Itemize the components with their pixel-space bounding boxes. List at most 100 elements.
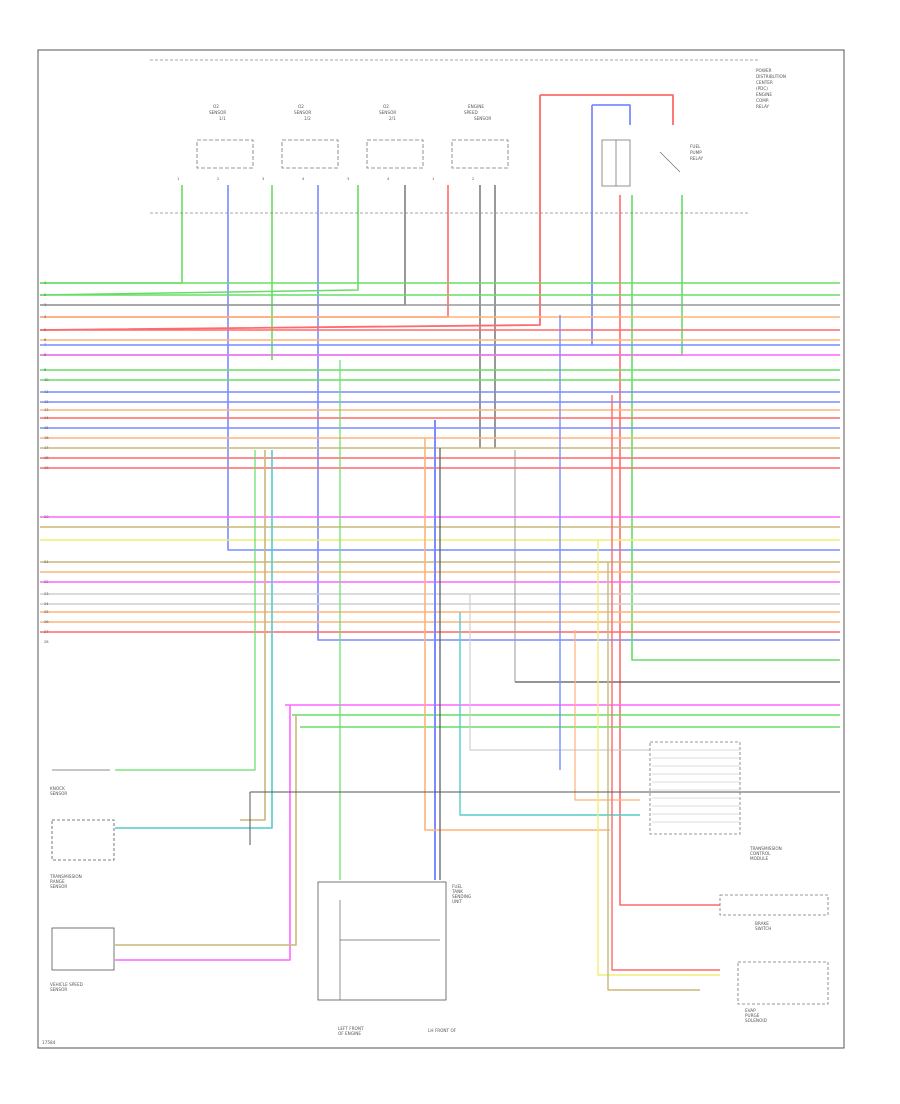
pin-label: 1 <box>177 177 179 181</box>
module-box-vehicle-speed <box>51 927 115 971</box>
module-label-trans: TRANSMISSION <box>49 874 82 879</box>
module-box-evap <box>737 961 829 1005</box>
wire-layer <box>39 94 840 991</box>
module-label-pcm: CONTROL <box>750 851 771 856</box>
pin-label: 2 <box>472 177 474 181</box>
module-box-brake <box>719 894 829 916</box>
wire-cyan <box>459 612 640 816</box>
left-pin-number: 18 <box>44 456 49 460</box>
module-label-knock: KNOCK <box>50 786 65 791</box>
power-distribution-note: COMP. <box>756 98 769 103</box>
pin-label: 1 <box>432 177 434 181</box>
module-label-vss: VEHICLE SPEED <box>50 982 83 987</box>
wire-yellow <box>597 540 720 976</box>
component-label-engine-speed: ENGINE <box>468 104 484 109</box>
power-distribution-note: ENGINE <box>756 92 772 97</box>
footer-code: 17584 <box>42 1040 56 1045</box>
component-label-fuel-pump: RELAY <box>690 156 704 161</box>
module-label-trans: RANGE <box>50 879 65 884</box>
wire-green <box>39 185 359 296</box>
component-label-engine-speed: SPEED <box>464 110 478 115</box>
module-label-vss: SENSOR <box>50 987 67 992</box>
pin-label: 3 <box>347 177 349 181</box>
wire-red <box>611 395 720 971</box>
power-distribution-note: RELAY <box>756 104 770 109</box>
module-label-pcm: TRANSMISSION <box>749 846 782 851</box>
module-label-knock: SENSOR <box>50 791 67 796</box>
component-label-o2-downstream: 1/2 <box>304 116 311 121</box>
left-pin-number: 7 <box>44 343 46 347</box>
module-label-evap: PURGE <box>745 1013 760 1018</box>
module-label-fuel-tank: SENDING <box>452 894 471 899</box>
module-box-trans-sensor <box>51 819 115 861</box>
component-label-o2-downstream: SENSOR <box>294 110 311 115</box>
pin-label: 2 <box>217 177 219 181</box>
left-pin-number: 23 <box>44 592 49 596</box>
component-label-o2-downstream-2: 2/1 <box>389 116 396 121</box>
component-label-o2-downstream-2: SENSOR <box>379 110 396 115</box>
wire-cyan <box>115 450 273 829</box>
module-label-location: LEFT FRONT <box>338 1026 364 1031</box>
power-distribution-note: CENTER <box>756 80 773 85</box>
module-label-fuel-tank: TANK <box>451 889 463 894</box>
relay-switch <box>659 151 681 173</box>
component-label-engine-speed: SENSOR <box>474 116 491 121</box>
component-label-o2-upstream: O2 <box>213 104 219 109</box>
component-box-engine-speed <box>451 139 509 169</box>
left-pin-number: 24 <box>44 602 49 606</box>
module-label-evap: EVAP <box>745 1008 756 1013</box>
wire-blue <box>317 185 840 641</box>
left-pin-number: 27 <box>44 630 49 634</box>
wire-red <box>39 95 541 331</box>
module-label-fuel-tank: UNIT <box>452 899 462 904</box>
left-pin-number: 19 <box>44 466 49 470</box>
left-pin-number: 26 <box>44 620 49 624</box>
wire-green <box>115 450 256 771</box>
left-pin-number: 10 <box>44 378 49 382</box>
component-label-fuel-pump: FUEL <box>690 144 701 149</box>
wire-tan <box>115 715 297 946</box>
pin-label: 4 <box>387 177 390 181</box>
wire-red <box>619 195 720 906</box>
module-box-fuel-tank <box>317 881 447 1001</box>
wire-green <box>631 195 840 661</box>
wire-dark <box>40 185 406 306</box>
left-pin-number: 21 <box>44 560 49 564</box>
left-pin-number: 12 <box>44 400 49 404</box>
component-label-o2-upstream: SENSOR <box>209 110 226 115</box>
left-pin-number: 2 <box>44 293 46 297</box>
component-label-o2-downstream: O2 <box>298 104 304 109</box>
module-box-pcm <box>649 741 741 835</box>
wire-red <box>40 185 449 318</box>
wire-tan <box>240 450 266 821</box>
module-label-brake: BRAKE <box>755 921 769 926</box>
power-distribution-note: POWER <box>756 68 772 73</box>
wire-green <box>40 195 683 356</box>
left-pin-number: 9 <box>44 368 47 372</box>
power-distribution-note: (PDC) <box>756 86 768 91</box>
left-pin-number: 5 <box>44 328 46 332</box>
left-pin-number: 3 <box>44 303 46 307</box>
pin-label: 4 <box>302 177 305 181</box>
module-label-pcm: MODULE <box>750 856 769 861</box>
wire-orange <box>424 438 610 831</box>
left-pin-number: 15 <box>44 426 49 430</box>
component-label-fuel-pump: PUMP <box>690 150 702 155</box>
left-pin-number: 16 <box>44 436 49 440</box>
power-distribution-note: DISTRIBUTION <box>756 74 786 79</box>
component-box-o2-upstream <box>196 139 254 169</box>
wire-magenta <box>115 705 291 961</box>
left-pin-number: 4 <box>44 315 47 319</box>
left-pin-number: 22 <box>44 580 49 584</box>
left-pin-number: 25 <box>44 610 49 614</box>
diagram-frame <box>37 49 845 1049</box>
left-pin-number: 8 <box>44 353 47 357</box>
module-label-location: LH FRONT OF <box>428 1028 457 1033</box>
wire-blue <box>592 104 631 125</box>
module-label-location: OF ENGINE <box>338 1031 361 1036</box>
wire-orange <box>574 630 640 801</box>
left-pin-number: 13 <box>44 408 49 412</box>
